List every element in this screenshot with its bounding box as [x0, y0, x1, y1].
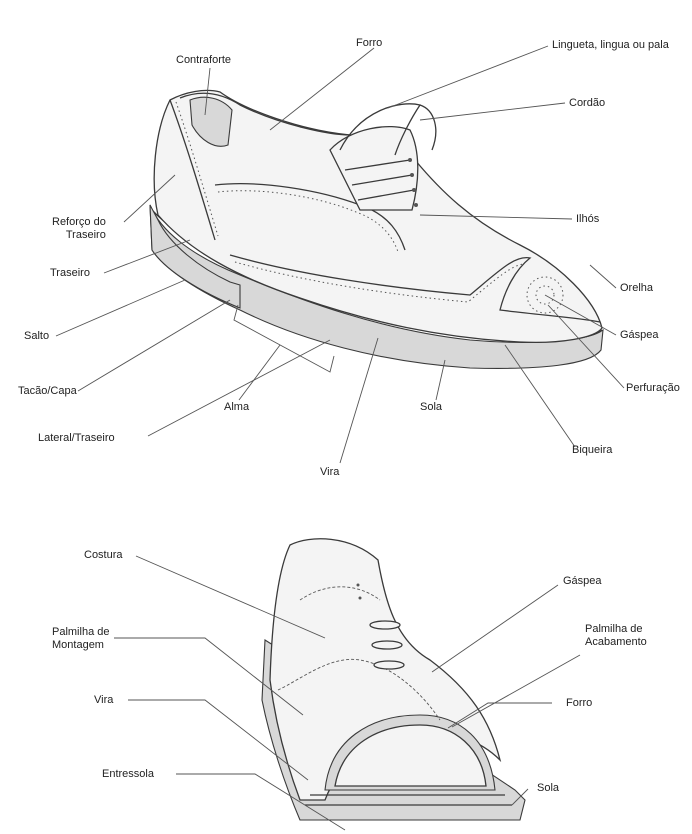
label-vira-bottom: Vira: [94, 694, 113, 707]
label-forro-bottom: Forro: [566, 697, 592, 710]
label-orelha: Orelha: [620, 282, 653, 295]
bottom-shoe-illustration: [262, 539, 525, 820]
label-traseiro: Traseiro: [50, 267, 90, 280]
label-lateral-traseiro: Lateral/Traseiro: [38, 432, 115, 445]
label-biqueira: Biqueira: [572, 444, 612, 457]
label-forro-top: Forro: [356, 37, 382, 50]
label-contraforte: Contraforte: [176, 54, 231, 67]
label-lingueta: Lingueta, lingua ou pala: [552, 39, 669, 52]
label-salto: Salto: [24, 330, 49, 343]
label-cordao: Cordão: [569, 97, 605, 110]
label-sola-top: Sola: [420, 401, 442, 414]
label-vira-top: Vira: [320, 466, 339, 479]
label-palmilha-de-montagem: Palmilha de Montagem: [52, 626, 109, 652]
label-entressola: Entressola: [102, 768, 154, 781]
label-tacao-capa: Tacão/Capa: [18, 385, 77, 398]
label-reforco-do-traseiro: Reforço do Traseiro: [52, 216, 106, 242]
label-costura: Costura: [84, 549, 123, 562]
label-alma: Alma: [224, 401, 249, 414]
label-gaspea-bottom: Gáspea: [563, 575, 602, 588]
label-gaspea-top: Gáspea: [620, 329, 659, 342]
label-palmilha-de-acabamento: Palmilha de Acabamento: [585, 623, 647, 649]
top-shoe-illustration: [150, 90, 603, 372]
label-ilhos: Ilhós: [576, 213, 599, 226]
label-sola-bottom: Sola: [537, 782, 559, 795]
label-perfuracao: Perfuração: [626, 382, 680, 395]
